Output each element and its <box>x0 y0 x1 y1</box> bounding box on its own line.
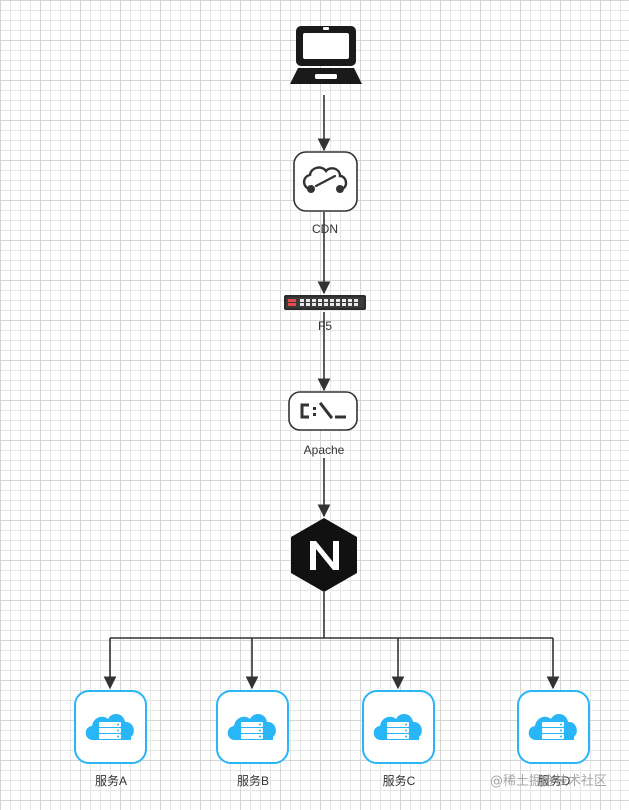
apache-node[interactable]: Apache <box>288 391 358 457</box>
nginx-node[interactable] <box>291 518 357 592</box>
service-c-label: 服务C <box>383 773 416 788</box>
cdn-label: CDN <box>312 222 338 236</box>
cloud-server-icon <box>362 690 435 764</box>
terminal-icon <box>288 391 358 431</box>
cloud-server-icon <box>216 690 289 764</box>
service-b-label: 服务B <box>237 773 269 788</box>
cdn-cloud-icon <box>293 151 358 212</box>
cloud-server-icon <box>74 690 147 764</box>
cloud-server-icon <box>517 690 590 764</box>
watermark-text: @稀土掘金技术社区 <box>490 773 607 789</box>
nginx-logo-icon <box>291 518 357 592</box>
service-node[interactable]: 服务D <box>517 690 590 788</box>
apache-label: Apache <box>304 443 345 457</box>
service-node[interactable]: 服务A <box>74 690 147 788</box>
f5-node[interactable]: F5 <box>284 295 366 333</box>
service-node[interactable]: 服务B <box>216 690 289 788</box>
laptop-icon[interactable] <box>290 26 362 84</box>
f5-label: F5 <box>318 319 332 333</box>
service-node[interactable]: 服务C <box>362 690 435 788</box>
cdn-node[interactable]: CDN <box>293 151 358 236</box>
service-d-label: 服务D <box>538 773 571 788</box>
network-switch-icon <box>284 295 366 310</box>
service-a-label: 服务A <box>95 773 127 788</box>
edges <box>103 95 560 690</box>
